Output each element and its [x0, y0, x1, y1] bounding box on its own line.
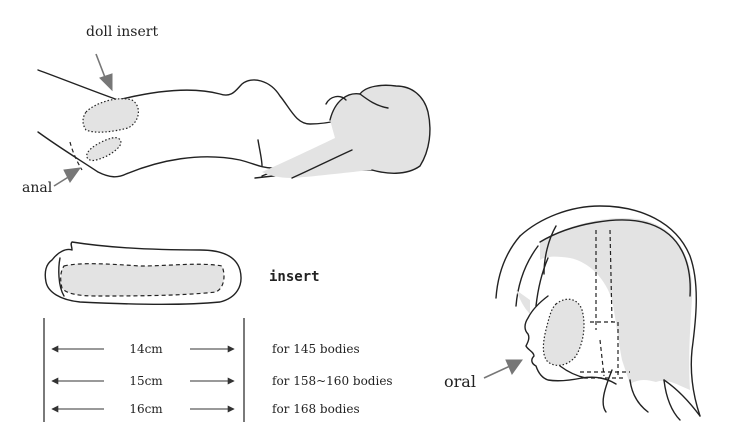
insert-label: insert — [269, 269, 320, 285]
anal-label: anal — [22, 180, 53, 196]
length-15cm: 15cm — [129, 374, 163, 388]
bodies-158-160: for 158~160 bodies — [272, 374, 393, 388]
body-figure — [37, 69, 431, 179]
head-profile — [495, 205, 701, 421]
insert-shape — [44, 241, 242, 306]
measurement-rows: 14cm 15cm 16cm for 145 bodies for 158~16… — [43, 318, 393, 422]
pointer-arrows-top — [53, 53, 113, 187]
length-16cm: 16cm — [129, 402, 163, 416]
oral-label: oral — [444, 372, 476, 391]
length-14cm: 14cm — [129, 342, 163, 356]
oral-pointer-arrow — [483, 359, 523, 379]
bodies-145: for 145 bodies — [272, 342, 360, 356]
bodies-168: for 168 bodies — [272, 402, 360, 416]
doll-insert-label: doll insert — [86, 24, 158, 40]
